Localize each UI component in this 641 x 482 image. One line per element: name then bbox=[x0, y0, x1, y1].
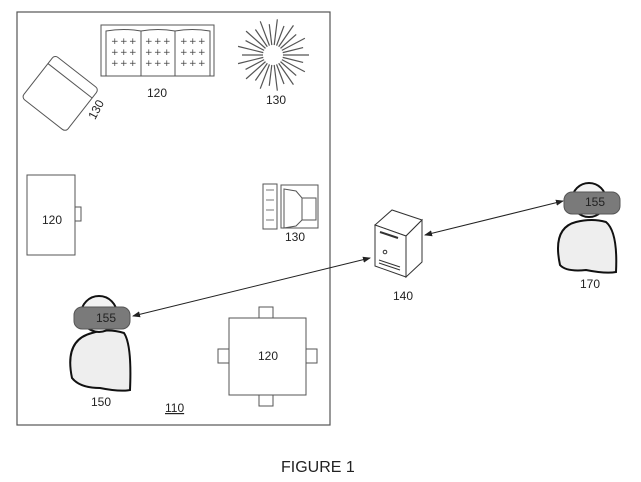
lamp-ray bbox=[282, 46, 304, 54]
user-local-label: 150 bbox=[91, 395, 111, 409]
cushion-mark: + bbox=[145, 59, 153, 69]
lamp-ray bbox=[245, 30, 266, 49]
cushion-mark: + bbox=[154, 37, 162, 47]
headset-remote-label: 155 bbox=[585, 195, 605, 209]
lamp-ray bbox=[275, 64, 285, 85]
lamp-ray bbox=[278, 62, 294, 85]
server-label: 140 bbox=[393, 289, 413, 303]
lamp-ray bbox=[245, 61, 266, 80]
lamp-ray bbox=[268, 24, 273, 46]
cushion-mark: + bbox=[120, 37, 128, 47]
cushion-mark: + bbox=[189, 48, 197, 58]
cushion-mark: + bbox=[154, 59, 162, 69]
lamp-ray bbox=[259, 21, 271, 46]
cushion-mark: + bbox=[180, 48, 188, 58]
cushion-mark: + bbox=[145, 48, 153, 58]
sofa-label: 120 bbox=[147, 86, 167, 100]
lamp-ray bbox=[237, 56, 264, 65]
computer-label: 130 bbox=[285, 230, 305, 244]
lamp-ray bbox=[281, 37, 306, 51]
connection-server-local bbox=[132, 256, 371, 318]
cushion-mark: + bbox=[111, 37, 119, 47]
lamp-ray bbox=[273, 64, 278, 91]
headset-icon bbox=[73, 306, 131, 330]
cushion-mark: + bbox=[129, 37, 137, 47]
cushion-mark: + bbox=[163, 48, 171, 58]
cushion-mark: + bbox=[120, 59, 128, 69]
lamp-ray bbox=[282, 56, 304, 64]
cushion-mark: + bbox=[163, 37, 171, 47]
lamp-ray bbox=[275, 25, 285, 46]
headset-icon bbox=[563, 191, 621, 215]
sofa-icon: +++++++++++++++++++++++++++ bbox=[100, 24, 215, 77]
cushion-mark: + bbox=[154, 48, 162, 58]
table-label: 120 bbox=[258, 349, 278, 363]
desk-label: 120 bbox=[42, 213, 62, 227]
figure-caption: FIGURE 1 bbox=[281, 459, 355, 476]
user-remote-label: 170 bbox=[580, 277, 600, 291]
lamp-label: 130 bbox=[266, 93, 286, 107]
cushion-mark: + bbox=[111, 59, 119, 69]
cushion-mark: + bbox=[163, 59, 171, 69]
lamp-ray bbox=[245, 59, 265, 70]
lamp-ray bbox=[259, 64, 271, 89]
lamp-ray bbox=[268, 64, 273, 86]
lamp-ray bbox=[273, 19, 278, 46]
cushion-mark: + bbox=[180, 37, 188, 47]
cushion-mark: + bbox=[189, 37, 197, 47]
cushion-mark: + bbox=[145, 37, 153, 47]
user-remote-icon bbox=[557, 182, 621, 274]
computer-icon bbox=[262, 183, 319, 230]
lamp-ray bbox=[254, 29, 268, 48]
cushion-mark: + bbox=[198, 59, 206, 69]
lamp-ray bbox=[278, 25, 294, 48]
lamp-icon bbox=[237, 19, 309, 91]
lamp-ray bbox=[280, 33, 297, 49]
cushion-mark: + bbox=[198, 37, 206, 47]
room-label: 110 bbox=[165, 401, 184, 415]
lamp-ray bbox=[237, 45, 264, 54]
lamp-ray bbox=[280, 61, 297, 77]
cushion-mark: + bbox=[111, 48, 119, 58]
lamp-ray bbox=[281, 59, 306, 73]
server-icon bbox=[374, 209, 423, 279]
headset-local-label: 155 bbox=[96, 311, 116, 325]
desk-icon bbox=[26, 174, 82, 256]
cushion-mark: + bbox=[198, 48, 206, 58]
connection-server-remote bbox=[424, 199, 564, 237]
lamp-ray bbox=[254, 62, 268, 81]
room-boundary bbox=[16, 11, 331, 426]
cushion-mark: + bbox=[120, 48, 128, 58]
armchair-icon bbox=[22, 56, 98, 131]
armchair-label: 130 bbox=[85, 97, 107, 122]
cushion-mark: + bbox=[129, 48, 137, 58]
lamp-ray bbox=[245, 40, 265, 51]
cushion-mark: + bbox=[129, 59, 137, 69]
cushion-mark: + bbox=[180, 59, 188, 69]
cushion-mark: + bbox=[189, 59, 197, 69]
user-local-icon bbox=[69, 295, 132, 392]
